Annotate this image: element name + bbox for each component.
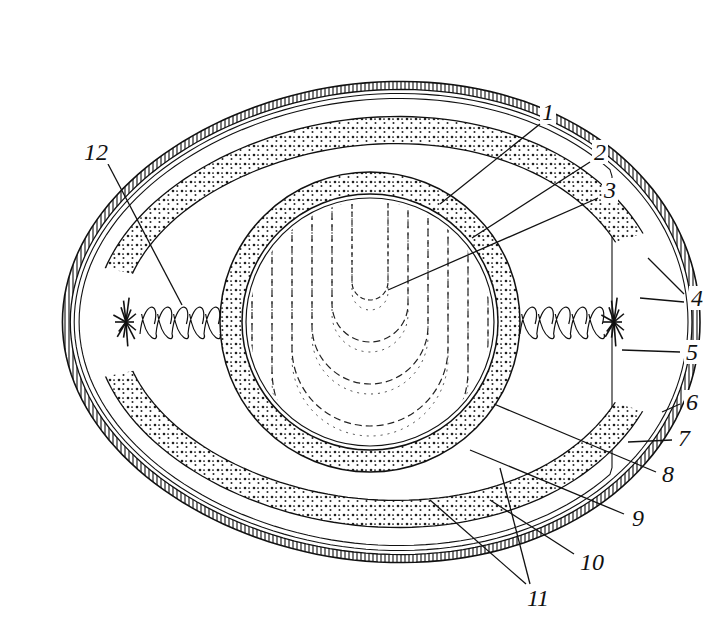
- leader-line: [490, 500, 574, 554]
- callout-number: 11: [525, 586, 551, 610]
- yolk-layer-dots: [332, 190, 408, 352]
- leader-line: [108, 164, 182, 305]
- leader-line: [640, 298, 684, 302]
- egg-layer: [62, 81, 700, 562]
- yolk-layer: [252, 180, 488, 510]
- leader-line: [440, 124, 540, 204]
- chalaza: [520, 307, 605, 339]
- leader-line: [662, 404, 680, 412]
- callout-number: 7: [676, 426, 692, 450]
- yolk-layer-dots: [352, 190, 388, 310]
- vitelline-membrane: [242, 194, 498, 450]
- egg-layer: [74, 93, 688, 550]
- chalaza: [140, 307, 221, 339]
- leader-line: [494, 404, 656, 472]
- chalazae: [113, 298, 624, 347]
- callout-number: 12: [82, 140, 110, 164]
- yolk-layer: [292, 180, 448, 426]
- callout-number: 3: [602, 178, 618, 202]
- yolk-layer-dots: [292, 190, 448, 436]
- dense-albumen: [94, 117, 668, 528]
- yolk-layers: [252, 180, 488, 520]
- leader-line: [500, 468, 530, 584]
- yolk-layer: [312, 180, 428, 384]
- leader-line: [388, 198, 598, 290]
- callout-number: 10: [578, 550, 606, 574]
- vitelline-membrane-inner: [246, 198, 494, 446]
- egg-layer: [70, 89, 692, 554]
- yolk-layer: [332, 180, 408, 342]
- leader-line: [648, 258, 684, 294]
- callout-number: 5: [684, 340, 700, 364]
- callout-number: 6: [684, 390, 700, 414]
- yolk-layer-dots: [252, 190, 488, 520]
- yolk-layer: [272, 180, 468, 468]
- leader-line: [628, 440, 672, 442]
- yolk-layer: [352, 180, 388, 300]
- chalaza-tuft: [113, 298, 136, 347]
- leader-line: [472, 162, 590, 238]
- leader-line: [622, 350, 680, 352]
- germinal-disc: [340, 196, 400, 204]
- yolk-layer-dots: [272, 190, 468, 478]
- callout-number: 4: [689, 286, 705, 310]
- leader-lines: [108, 124, 684, 584]
- callout-number: 8: [660, 462, 676, 486]
- yolk-layer-dots: [312, 190, 428, 394]
- callout-number: 1: [540, 100, 556, 124]
- callout-number: 2: [592, 140, 608, 164]
- chalaziferous-layer: [220, 172, 520, 472]
- chalaza-tuft: [601, 298, 624, 347]
- callout-number: 9: [630, 506, 646, 530]
- yolk: [220, 172, 520, 520]
- leader-line: [470, 450, 624, 514]
- dense-albumen-band: [94, 117, 668, 528]
- egg-layers: [62, 81, 700, 562]
